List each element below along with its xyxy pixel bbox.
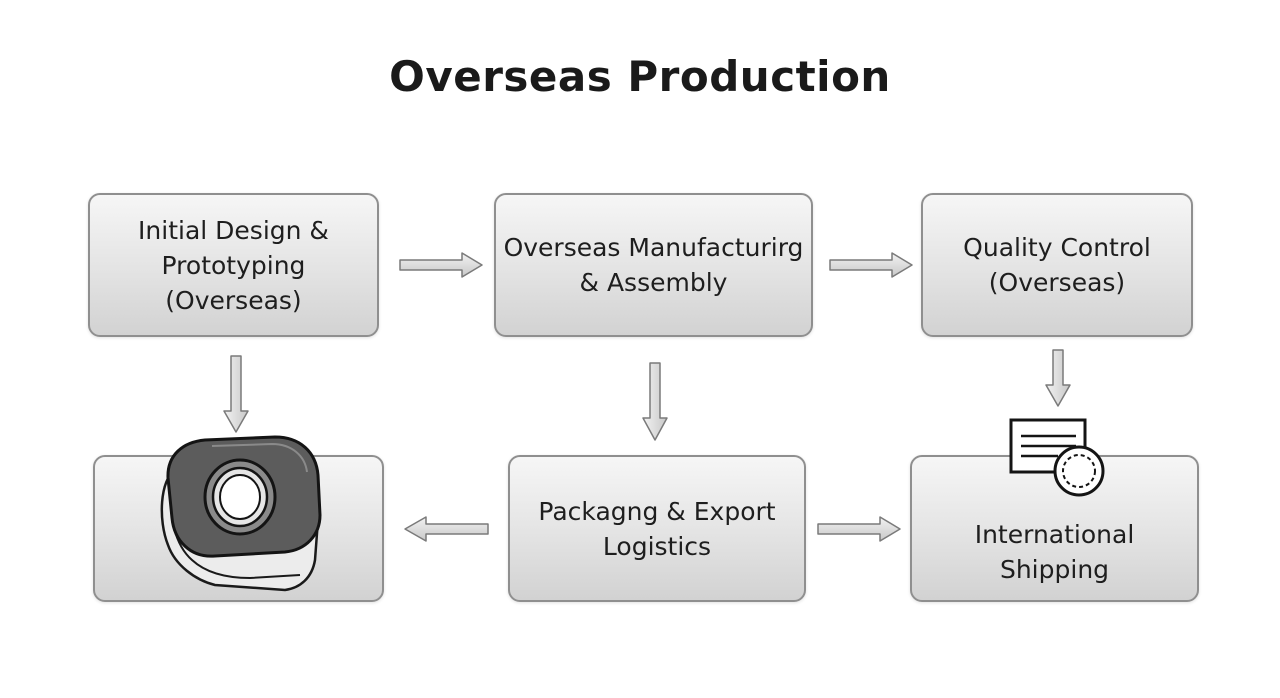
- arrow-design-to-product: [223, 355, 249, 433]
- node-quality-control: Quality Control (Overseas): [921, 193, 1193, 337]
- diagram-title: Overseas Production: [389, 52, 891, 101]
- node-packaging-logistics-label: Packagng & Export Logistics: [538, 496, 776, 561]
- node-packaging-logistics: Packagng & Export Logistics: [508, 455, 806, 602]
- arrow-manufacturing-to-quality: [829, 252, 913, 278]
- node-overseas-manufacturing-label: Overseas Manufacturirg & Assembly: [503, 233, 804, 297]
- node-initial-design-label: Initial Design & Prototyping (Overseas): [138, 215, 329, 315]
- arrow-quality-to-shipping: [1045, 349, 1071, 407]
- node-initial-design: Initial Design & Prototyping (Overseas): [88, 193, 379, 337]
- arrow-manufacturing-to-packaging: [642, 362, 668, 441]
- arrow-packaging-to-product: [404, 516, 489, 542]
- node-quality-control-label: Quality Control (Overseas): [963, 233, 1151, 297]
- arrow-design-to-manufacturing: [399, 252, 483, 278]
- arrow-packaging-to-shipping: [817, 516, 901, 542]
- node-international-shipping: International Shipping: [910, 455, 1199, 602]
- node-international-shipping-label: International Shipping: [974, 519, 1135, 584]
- node-product-image: [93, 455, 384, 602]
- node-overseas-manufacturing: Overseas Manufacturirg & Assembly: [494, 193, 813, 337]
